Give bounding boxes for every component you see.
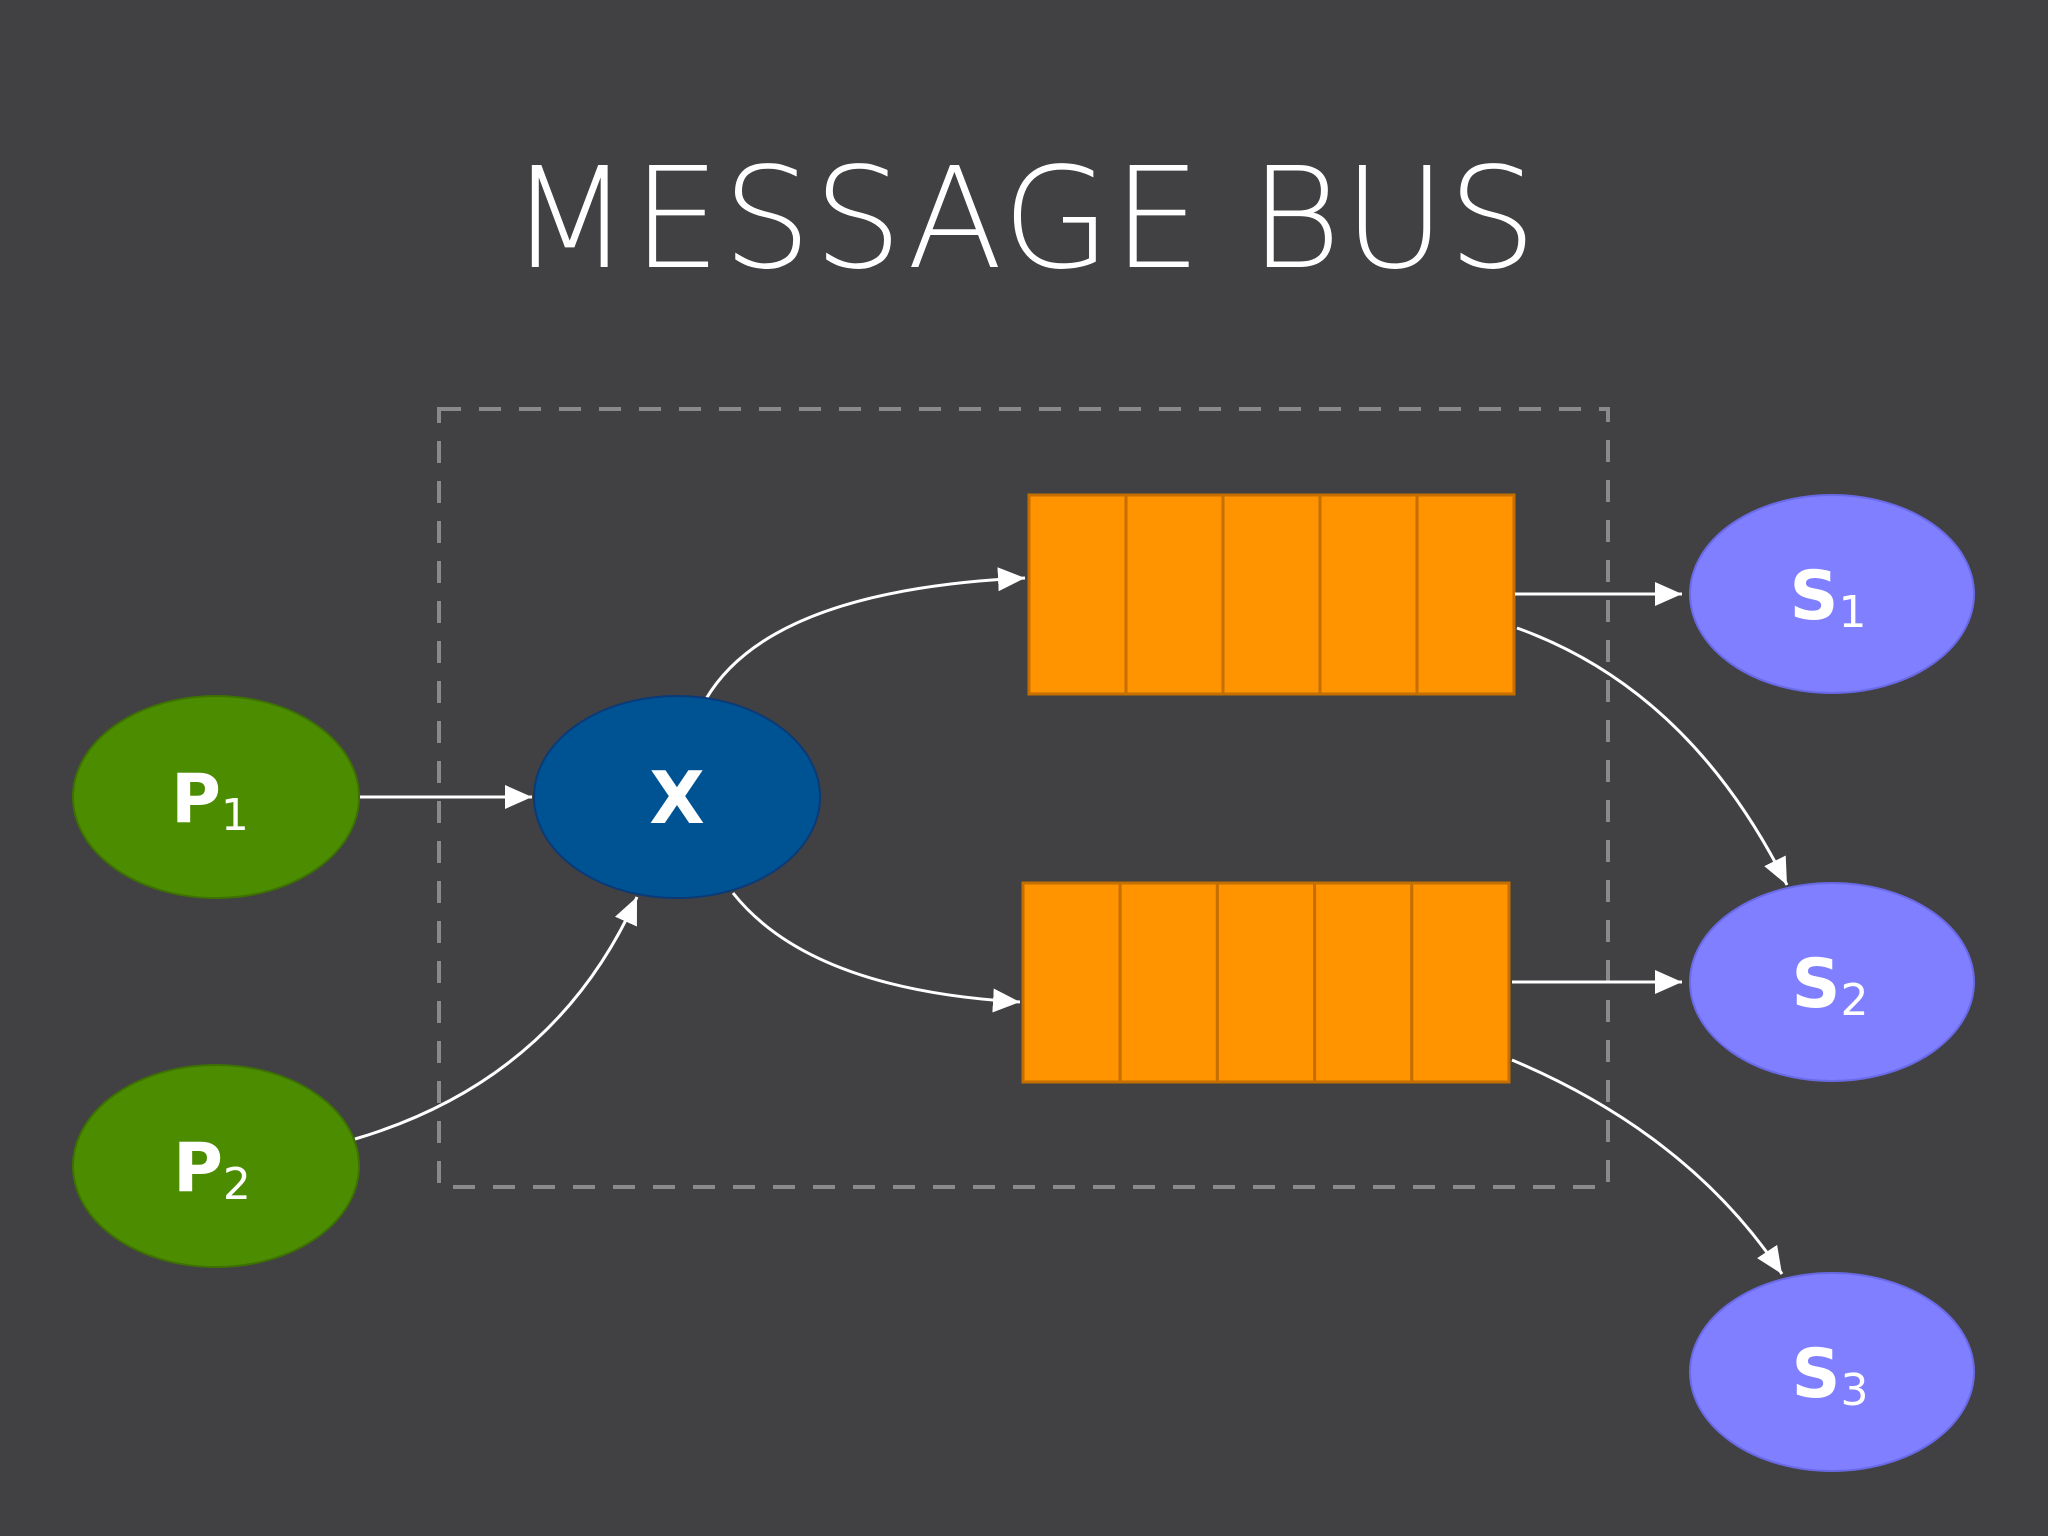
- producer-p2-label: P: [173, 1129, 223, 1208]
- queue-2-slot: [1021, 881, 1122, 1084]
- producer-p2-subscript: 2: [223, 1159, 251, 1210]
- subscriber-s3-label: S: [1792, 1335, 1841, 1414]
- subscriber-s3: S3: [1689, 1272, 1975, 1472]
- queue-1: [1027, 493, 1516, 696]
- svg-text:S1: S1: [1790, 557, 1867, 638]
- svg-text:S3: S3: [1792, 1335, 1869, 1416]
- bus-boundary: [437, 407, 1610, 1189]
- queue-2-slot: [1410, 881, 1511, 1084]
- producer-p2: P2: [72, 1064, 360, 1268]
- subscriber-s2-label: S: [1792, 945, 1841, 1024]
- svg-text:S2: S2: [1792, 945, 1869, 1026]
- queue-2-slot: [1313, 881, 1414, 1084]
- producer-p1-subscript: 1: [221, 790, 249, 841]
- svg-text:P2: P2: [173, 1129, 251, 1210]
- subscriber-s2: S2: [1689, 882, 1975, 1082]
- arrow-exchange-to-queue-1: [704, 567, 1026, 700]
- queue-1-slot: [1124, 493, 1225, 696]
- exchange-label: X: [649, 756, 705, 840]
- arrow-exchange-to-queue-2: [731, 892, 1021, 1013]
- queue-1-slot: [1221, 493, 1322, 696]
- page-title: MESSAGE BUS: [509, 138, 1539, 301]
- exchange-x: X: [533, 695, 821, 899]
- subscriber-s3-subscript: 3: [1840, 1365, 1868, 1416]
- queue-2: [1021, 881, 1511, 1084]
- queue-2-slot: [1215, 881, 1317, 1084]
- queue-1-slot: [1027, 493, 1128, 696]
- queue-1-slot: [1318, 493, 1419, 696]
- arrow-p2-to-exchange: [354, 896, 639, 1141]
- subscriber-s1-label: S: [1790, 557, 1839, 636]
- arrow-queue-1-to-s2: [1516, 626, 1789, 886]
- queue-1-slot: [1415, 493, 1516, 696]
- subscriber-s1: S1: [1689, 494, 1975, 694]
- producer-p1-label: P: [171, 760, 221, 839]
- queue-2-slot: [1118, 881, 1219, 1084]
- arrow-queue-2-to-s3: [1511, 1058, 1784, 1275]
- svg-text:P1: P1: [171, 760, 249, 841]
- subscriber-s2-subscript: 2: [1840, 975, 1868, 1026]
- producer-p1: P1: [72, 695, 360, 899]
- subscriber-s1-subscript: 1: [1838, 587, 1866, 638]
